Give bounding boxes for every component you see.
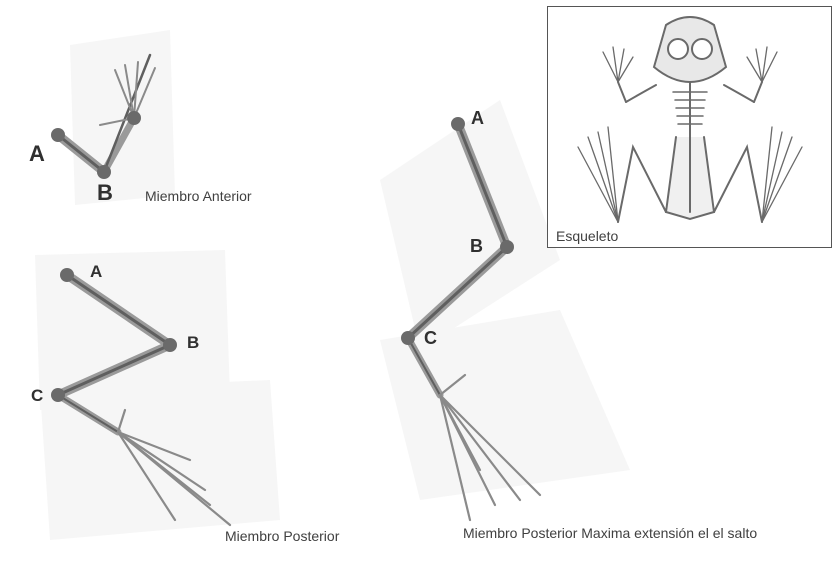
- extended-label-b: B: [470, 236, 483, 257]
- joint-a-forelimb: [51, 128, 65, 142]
- forelimb-caption: Miembro Anterior: [145, 188, 252, 204]
- joint-wrist-forelimb: [127, 111, 141, 125]
- joint-c-extended: [401, 331, 415, 345]
- joint-b-extended: [500, 240, 514, 254]
- forelimb-label-a: A: [29, 141, 45, 167]
- joint-c-hindlimb: [51, 388, 65, 402]
- forelimb-label-b: B: [97, 180, 113, 206]
- skeleton-caption: Esqueleto: [556, 228, 618, 244]
- hindlimb-label-c: C: [31, 386, 43, 406]
- hindlimb-label-b: B: [187, 333, 199, 353]
- frog-skeleton-illustration: [548, 7, 831, 247]
- extended-label-c: C: [424, 328, 437, 349]
- hindlimb-label-a: A: [90, 262, 102, 282]
- skeleton-inset: Esqueleto: [547, 6, 832, 248]
- hindlimb-caption: Miembro Posterior: [225, 528, 339, 544]
- joint-b-forelimb: [97, 165, 111, 179]
- extended-caption: Miembro Posterior Maxima extensión el el…: [463, 525, 757, 541]
- joint-b-hindlimb: [163, 338, 177, 352]
- joint-a-extended: [451, 117, 465, 131]
- joint-a-hindlimb: [60, 268, 74, 282]
- extended-label-a: A: [471, 108, 484, 129]
